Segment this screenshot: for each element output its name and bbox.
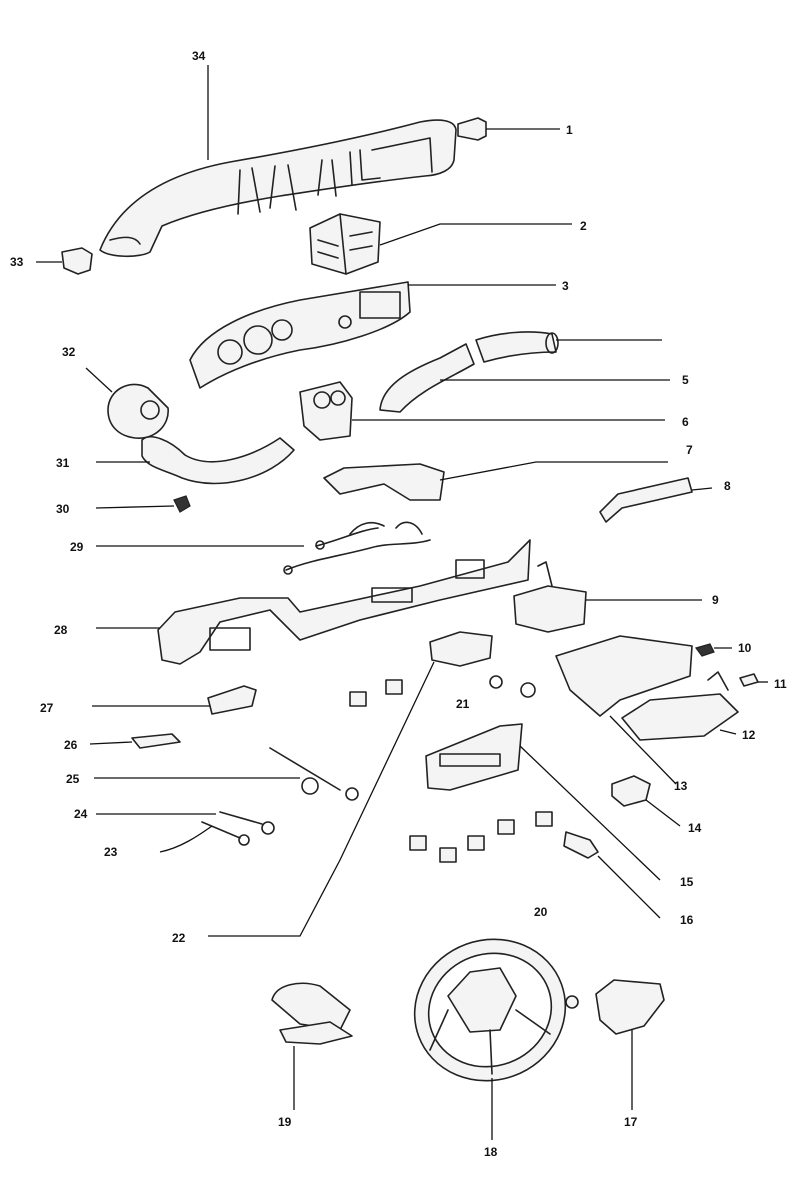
callout-6: 6	[682, 415, 689, 429]
callout-19: 19	[278, 1115, 292, 1129]
callout-21: 21	[456, 697, 470, 711]
leader-lines	[36, 65, 768, 1140]
callout-16: 16	[680, 913, 694, 927]
part-8-trim-strip	[599, 477, 693, 523]
callout-31: 31	[56, 456, 70, 470]
part-32-vent	[107, 383, 169, 439]
callout-18: 18	[484, 1145, 498, 1159]
part-9-module	[513, 561, 587, 633]
part-15-heater-control	[425, 723, 523, 791]
callout-26: 26	[64, 738, 78, 752]
part-25-cable	[269, 747, 359, 801]
callout-17: 17	[624, 1115, 638, 1129]
callout-15: 15	[680, 875, 694, 889]
part-21-switch-cluster	[429, 631, 536, 698]
part-23-cable	[201, 821, 250, 846]
callout-12: 12	[742, 728, 756, 742]
part-19-column-shroud	[271, 982, 353, 1045]
callout-20: 20	[534, 905, 548, 919]
part-28-dash-frame	[157, 539, 531, 665]
callout-5: 5	[682, 373, 689, 387]
part-3-instrument-panel	[189, 281, 411, 389]
callout-7: 7	[686, 443, 693, 457]
callout-10: 10	[738, 641, 752, 655]
part-16-bulb-socket	[563, 831, 599, 859]
callout-14: 14	[688, 821, 702, 835]
part-30-clip	[173, 495, 191, 513]
part-7-duct-bracket	[323, 463, 445, 501]
callout-34: 34	[192, 49, 206, 63]
part-20-nut	[565, 995, 579, 1009]
part-34-dash-top-panel	[99, 119, 457, 258]
callout-25: 25	[66, 772, 80, 786]
part-12-glove-box-lid	[621, 671, 739, 741]
callout-3: 3	[562, 279, 569, 293]
callout-1: 1	[566, 123, 573, 137]
switch-group	[349, 679, 553, 863]
callout-30: 30	[56, 502, 70, 516]
callout-24: 24	[74, 807, 88, 821]
callout-27: 27	[40, 701, 54, 715]
callout-29: 29	[70, 540, 84, 554]
part-10-clip	[694, 643, 715, 657]
part-31-duct	[141, 436, 295, 485]
callout-33: 33	[10, 255, 24, 269]
part-13-glove-box	[555, 635, 693, 717]
part-1-clip	[457, 117, 487, 141]
part-14-switch	[611, 775, 651, 807]
callout-28: 28	[54, 623, 68, 637]
part-17-horn-pad	[595, 979, 665, 1035]
part-5-duct	[379, 331, 559, 413]
callout-2: 2	[580, 219, 587, 233]
part-6-center-vent	[299, 381, 353, 441]
part-27-cover	[207, 685, 257, 715]
callout-23: 23	[104, 845, 118, 859]
part-26-bracket	[131, 733, 181, 749]
part-2-module	[309, 213, 381, 275]
callout-22: 22	[172, 931, 186, 945]
part-29-wiring-harness	[283, 521, 431, 575]
callout-13: 13	[674, 779, 688, 793]
callout-32: 32	[62, 345, 76, 359]
callout-9: 9	[712, 593, 719, 607]
part-18-steering-wheel	[413, 938, 567, 1082]
part-11-bulb	[739, 673, 759, 687]
part-24-cable	[219, 811, 275, 835]
part-33-connector	[61, 247, 93, 275]
callout-8: 8	[724, 479, 731, 493]
callout-11: 11	[774, 677, 787, 691]
